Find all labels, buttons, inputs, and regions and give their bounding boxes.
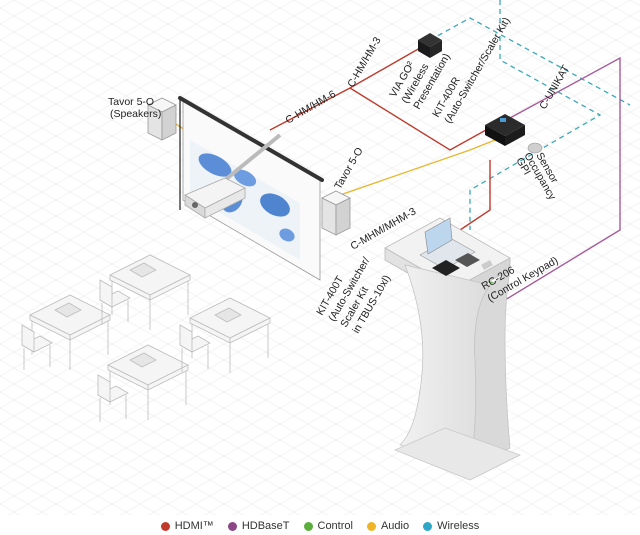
right-speaker xyxy=(321,190,351,236)
podium xyxy=(384,217,522,481)
wireless-cable-via xyxy=(429,17,631,106)
legend-item-audio: Audio xyxy=(366,520,410,532)
hdmi-cable-kit400r xyxy=(349,87,496,151)
cable-legend: HDMI™ HDBaseT Control Audio Wireless xyxy=(0,517,640,535)
occupancy-sensor xyxy=(527,142,543,154)
projector xyxy=(184,133,282,219)
legend-label-audio: Audio xyxy=(380,520,410,532)
kit-400r-device xyxy=(485,114,525,146)
legend-dot-hdbaset xyxy=(227,521,237,531)
projection-screen xyxy=(178,96,324,281)
legend-dot-control xyxy=(303,521,313,531)
via-go-device xyxy=(418,33,442,58)
label-tavor-speakers-2: (Speakers) xyxy=(110,108,161,120)
wireless-cable-podium xyxy=(469,0,602,230)
legend-item-wireless: Wireless xyxy=(423,520,479,532)
legend-dot-wireless xyxy=(423,521,433,531)
label-tavor-speakers-1: Tavor 5-O xyxy=(108,96,154,108)
legend-item-hdmi: HDMI™ xyxy=(160,520,214,532)
student-desks xyxy=(21,254,271,422)
legend-dot-audio xyxy=(366,521,376,531)
left-speaker xyxy=(147,97,177,141)
audio-cable-right xyxy=(339,137,501,196)
legend-item-control: Control xyxy=(303,520,353,532)
legend-label-wireless: Wireless xyxy=(437,520,480,532)
legend-dot-hdmi xyxy=(160,521,170,531)
legend-item-hdbaset: HDBaseT xyxy=(227,520,290,532)
legend-label-control: Control xyxy=(317,520,353,532)
legend-label-hdbaset: HDBaseT xyxy=(241,520,290,532)
legend-label-hdmi: HDMI™ xyxy=(174,520,214,532)
